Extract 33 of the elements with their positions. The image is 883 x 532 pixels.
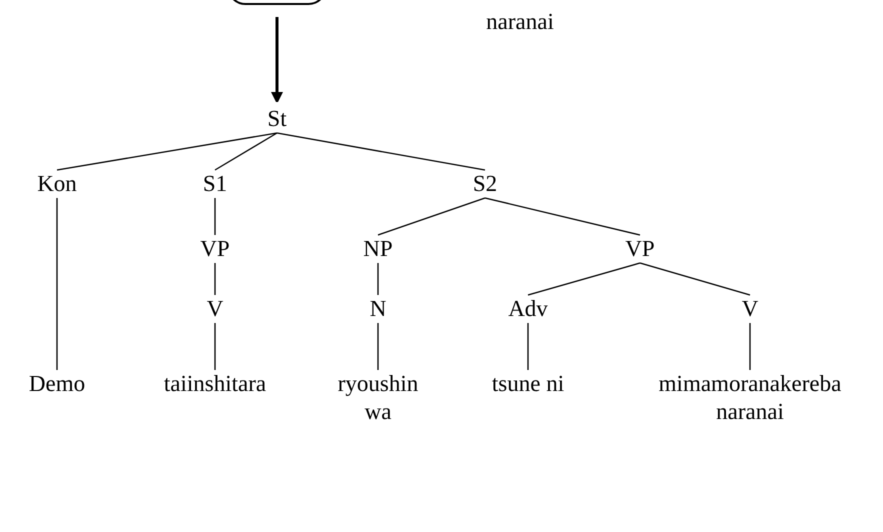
tree-branch (528, 262, 640, 296)
cut-off-text: naranai (485, 8, 555, 36)
tree-node-label: VP (200, 235, 230, 263)
tree-node-label: NP (363, 235, 393, 263)
tree-branch (56, 198, 58, 370)
arrow (271, 17, 283, 104)
tree-branch (640, 262, 750, 296)
tree-node-label: V (742, 295, 758, 323)
tree-branch (56, 132, 278, 171)
tree-node-label: Adv (508, 295, 548, 323)
tree-branch (214, 263, 216, 295)
tree-node-label: VP (625, 235, 655, 263)
tree-branch (484, 197, 640, 236)
tree-branch (214, 198, 216, 235)
tree-branch (377, 323, 379, 370)
tree-node-label: Kon (37, 170, 77, 198)
tree-node-label: S1 (202, 170, 228, 198)
tree-node-label: S2 (472, 170, 498, 198)
tree-branch (527, 323, 529, 370)
tree-branch (749, 323, 751, 370)
tree-branch (214, 132, 278, 171)
tree-node-label: N (370, 295, 386, 323)
tree-node-label: tsune ni (492, 370, 564, 398)
tree-branch (276, 132, 486, 171)
tree-branch (214, 323, 216, 370)
tree-node-label: mimamoranakereba naranai (658, 370, 842, 426)
tree-branch (378, 197, 486, 236)
tree-branch (377, 263, 379, 295)
tree-node-label: taiinshitara (164, 370, 266, 398)
tree-node-label: ryoushin wa (336, 370, 420, 426)
tree-node-label: St (267, 105, 287, 133)
tree-node-label: V (206, 295, 224, 323)
tree-node-label: Demo (28, 370, 86, 398)
